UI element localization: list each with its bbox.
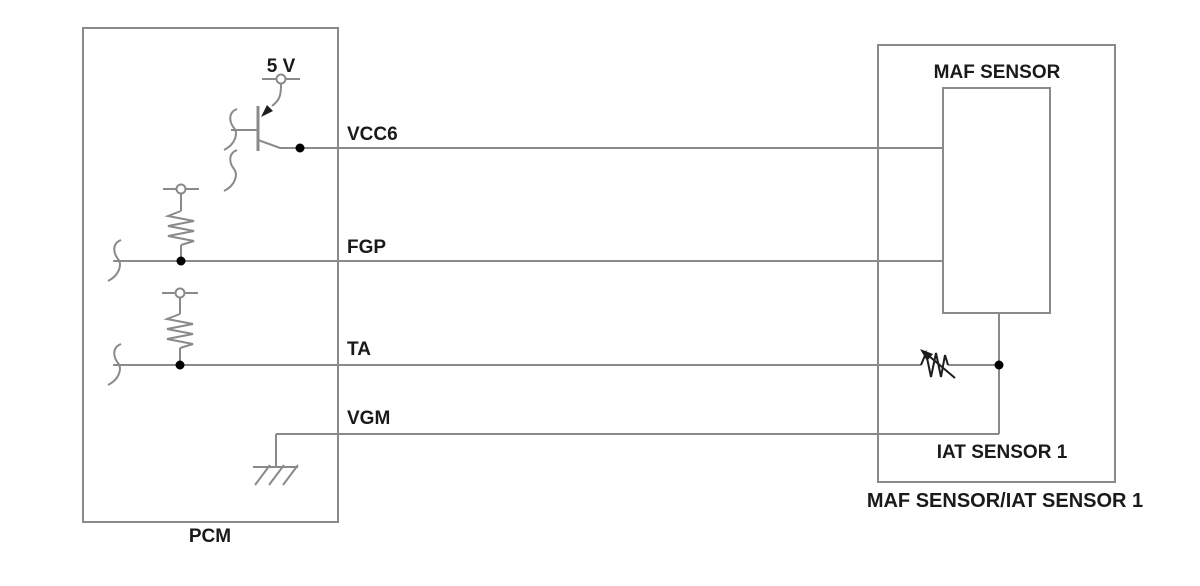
wire-break-icon (223, 108, 238, 151)
pcm-box (82, 27, 339, 523)
junction-dot (175, 360, 185, 370)
ground-icon (253, 464, 299, 486)
thermistor-arrow-icon (920, 349, 933, 361)
junction-dot (295, 143, 305, 153)
sensor-box-caption: MAF SENSOR/IAT SENSOR 1 (867, 490, 1143, 512)
junction-dot (176, 256, 186, 266)
emitter-arrow-icon (261, 105, 273, 117)
vcc6-label: VCC6 (347, 124, 398, 145)
maf-sensor-block (942, 87, 1051, 314)
ta-label: TA (347, 339, 371, 360)
fgp-label: FGP (347, 237, 386, 258)
wire-break-icon (223, 149, 238, 192)
terminal-circle-icon (174, 287, 186, 299)
junction-dot (994, 360, 1004, 370)
supply-5v-label: 5 V (267, 56, 296, 77)
pnp-transistor-icon (231, 83, 300, 151)
vgm-label: VGM (347, 408, 390, 429)
pcm-label: PCM (189, 526, 231, 547)
pullup-resistor-fgp-icon (163, 183, 199, 261)
wire-vgm (275, 433, 999, 467)
supply-terminal-5v (262, 73, 300, 85)
pullup-resistor-ta-icon (162, 287, 198, 365)
iat-sensor-label: IAT SENSOR 1 (937, 442, 1068, 463)
maf-sensor-box (877, 44, 1116, 483)
maf-sensor-label: MAF SENSOR (934, 62, 1061, 83)
terminal-circle-icon (275, 73, 287, 85)
thermistor-icon (920, 349, 956, 379)
terminal-circle-icon (175, 183, 187, 195)
